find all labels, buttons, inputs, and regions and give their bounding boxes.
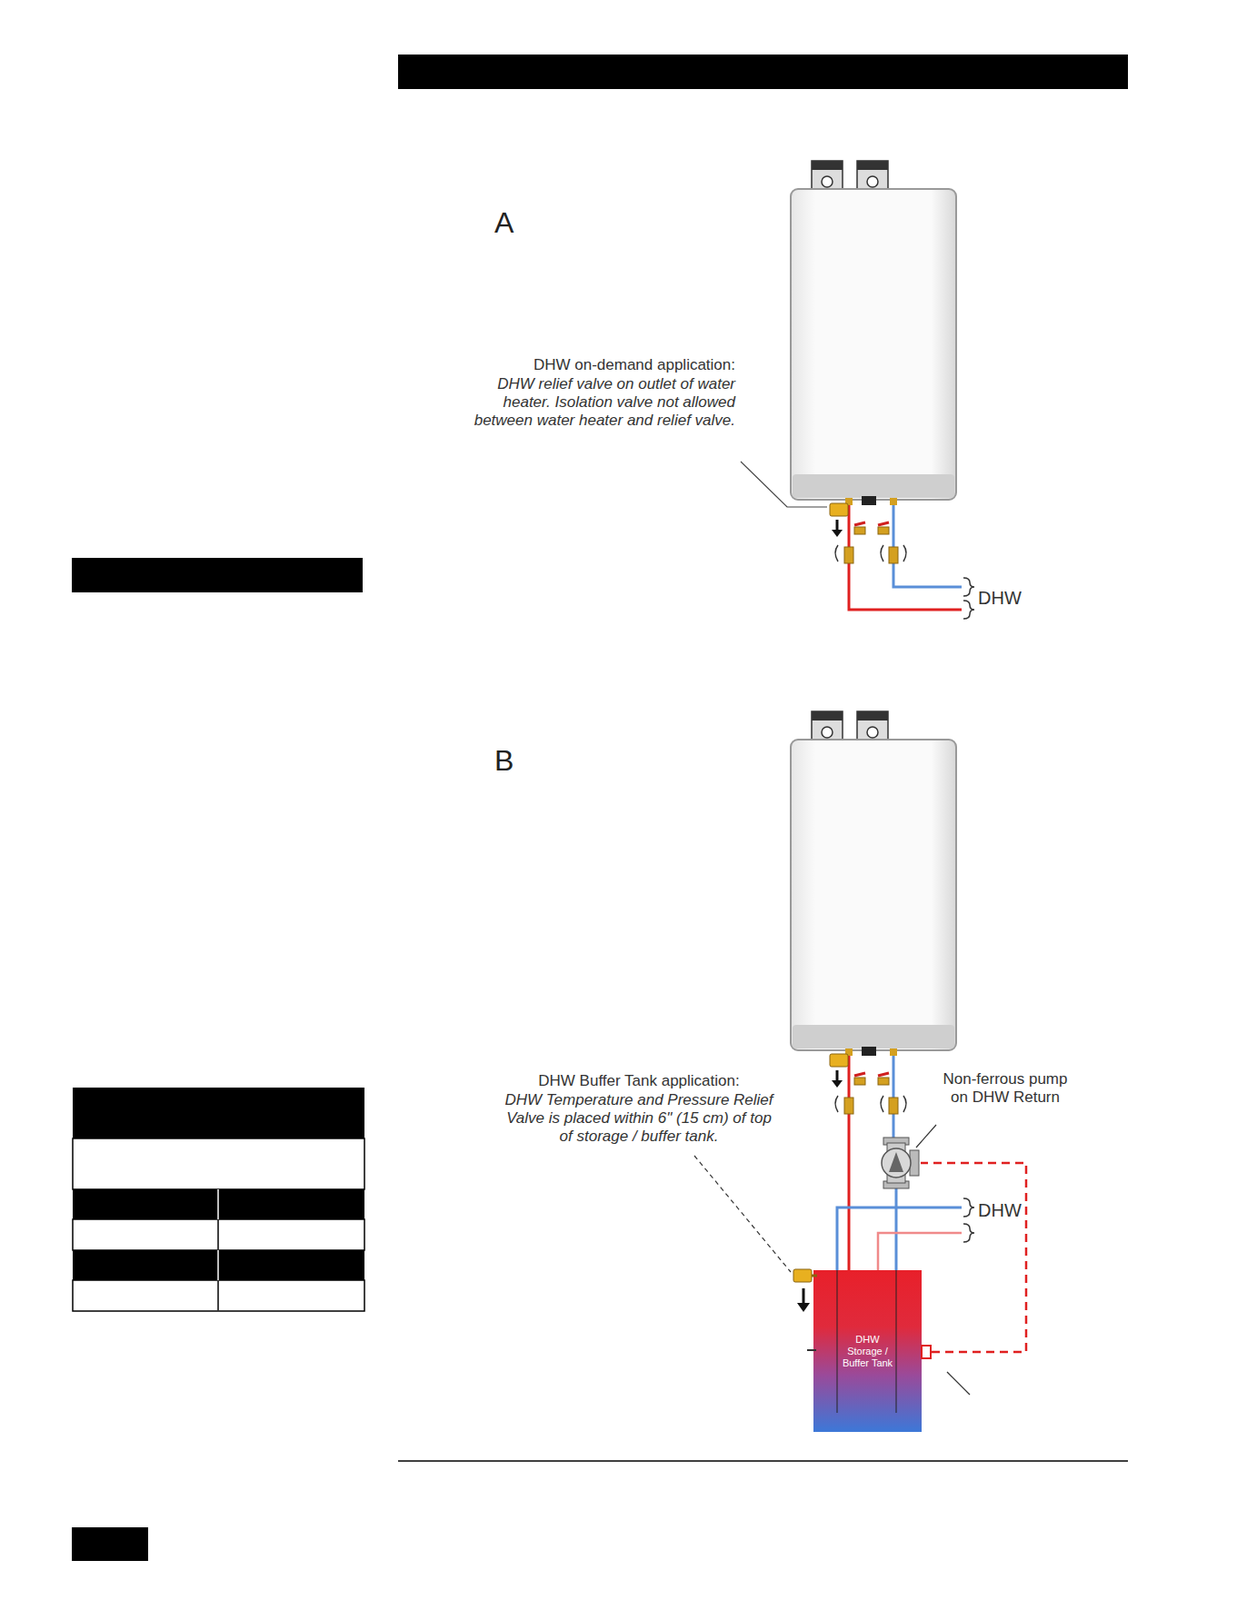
- section-letter: A: [494, 205, 549, 240]
- callout-note: DHW relief valve on outlet of water heat…: [462, 375, 736, 430]
- sidebar-bar: [71, 558, 363, 593]
- callout-note: DHW Temperature and Pressure Relief Valv…: [498, 1091, 780, 1147]
- storage-tank: DHW Storage / Buffer Tank: [813, 1270, 922, 1433]
- callout-heading: DHW Buffer Tank application:: [498, 1072, 780, 1091]
- pump-label: Non-ferrous pump on DHW Return: [941, 1070, 1069, 1108]
- pipe-label: DHW: [977, 1199, 1042, 1222]
- page-number-box: [71, 1527, 149, 1562]
- tank-label: DHW Storage / Buffer Tank: [841, 1334, 895, 1370]
- pipe-label: DHW: [977, 587, 1042, 609]
- callout-heading: DHW on-demand application:: [462, 356, 736, 375]
- header-bar: [398, 54, 1128, 90]
- section-letter: B: [494, 743, 549, 779]
